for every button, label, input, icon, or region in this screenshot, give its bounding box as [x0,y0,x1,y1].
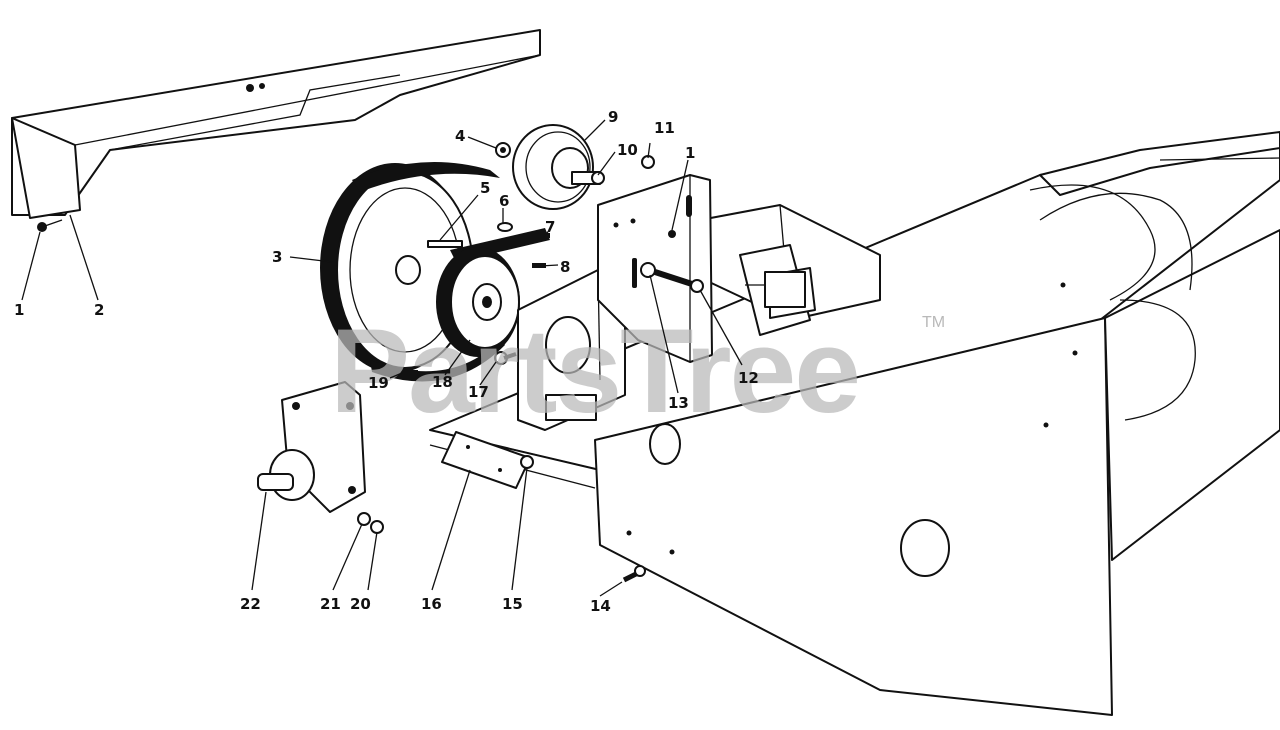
callout-3-large-pulley: 3 [272,248,282,266]
callout-13-washer: 13 [668,394,689,412]
callout-12-bolt: 12 [738,369,759,387]
shim-plate [441,431,531,489]
callout-5: 5 [480,179,490,197]
watermark-trademark: TM [922,314,945,331]
callout-1-screw: 1 [14,301,24,319]
large-pulley-with-belt [320,162,550,382]
callout-6: 6 [499,192,509,210]
callout-21-washer: 21 [320,595,341,613]
callout-9-idler-pulley: 9 [608,108,618,126]
callout-10: 10 [617,141,638,159]
callout-22-bearing: 22 [240,595,261,613]
watermark: PartsTree TM [330,304,945,438]
callout-2-belt-cover: 2 [94,301,104,319]
hardware [37,142,704,583]
idler-pulley [512,124,605,210]
callout-8: 8 [560,258,570,276]
callout-17-bolt: 17 [468,383,489,401]
callout-1-upper: 1 [685,144,695,162]
callout-15-nut: 15 [502,595,523,613]
callout-labels: 1 2 3 4 5 6 7 8 9 10 11 1 12 13 14 15 16… [14,108,759,615]
callout-14-bolt: 14 [590,597,611,615]
bearing-flange [257,381,366,513]
belt-cover [11,29,541,219]
callout-20-nut: 20 [350,595,371,613]
callout-19-key: 19 [368,374,389,392]
callout-18-small-pulley: 18 [432,373,453,391]
callout-16-plate: 16 [421,595,442,613]
chassis-frame [429,131,1280,716]
watermark-text: PartsTree [330,304,859,438]
callout-11: 11 [654,119,675,137]
callout-7: 7 [545,218,555,236]
leader-lines [21,119,743,597]
small-pulley [436,247,520,357]
callout-4: 4 [455,127,465,145]
